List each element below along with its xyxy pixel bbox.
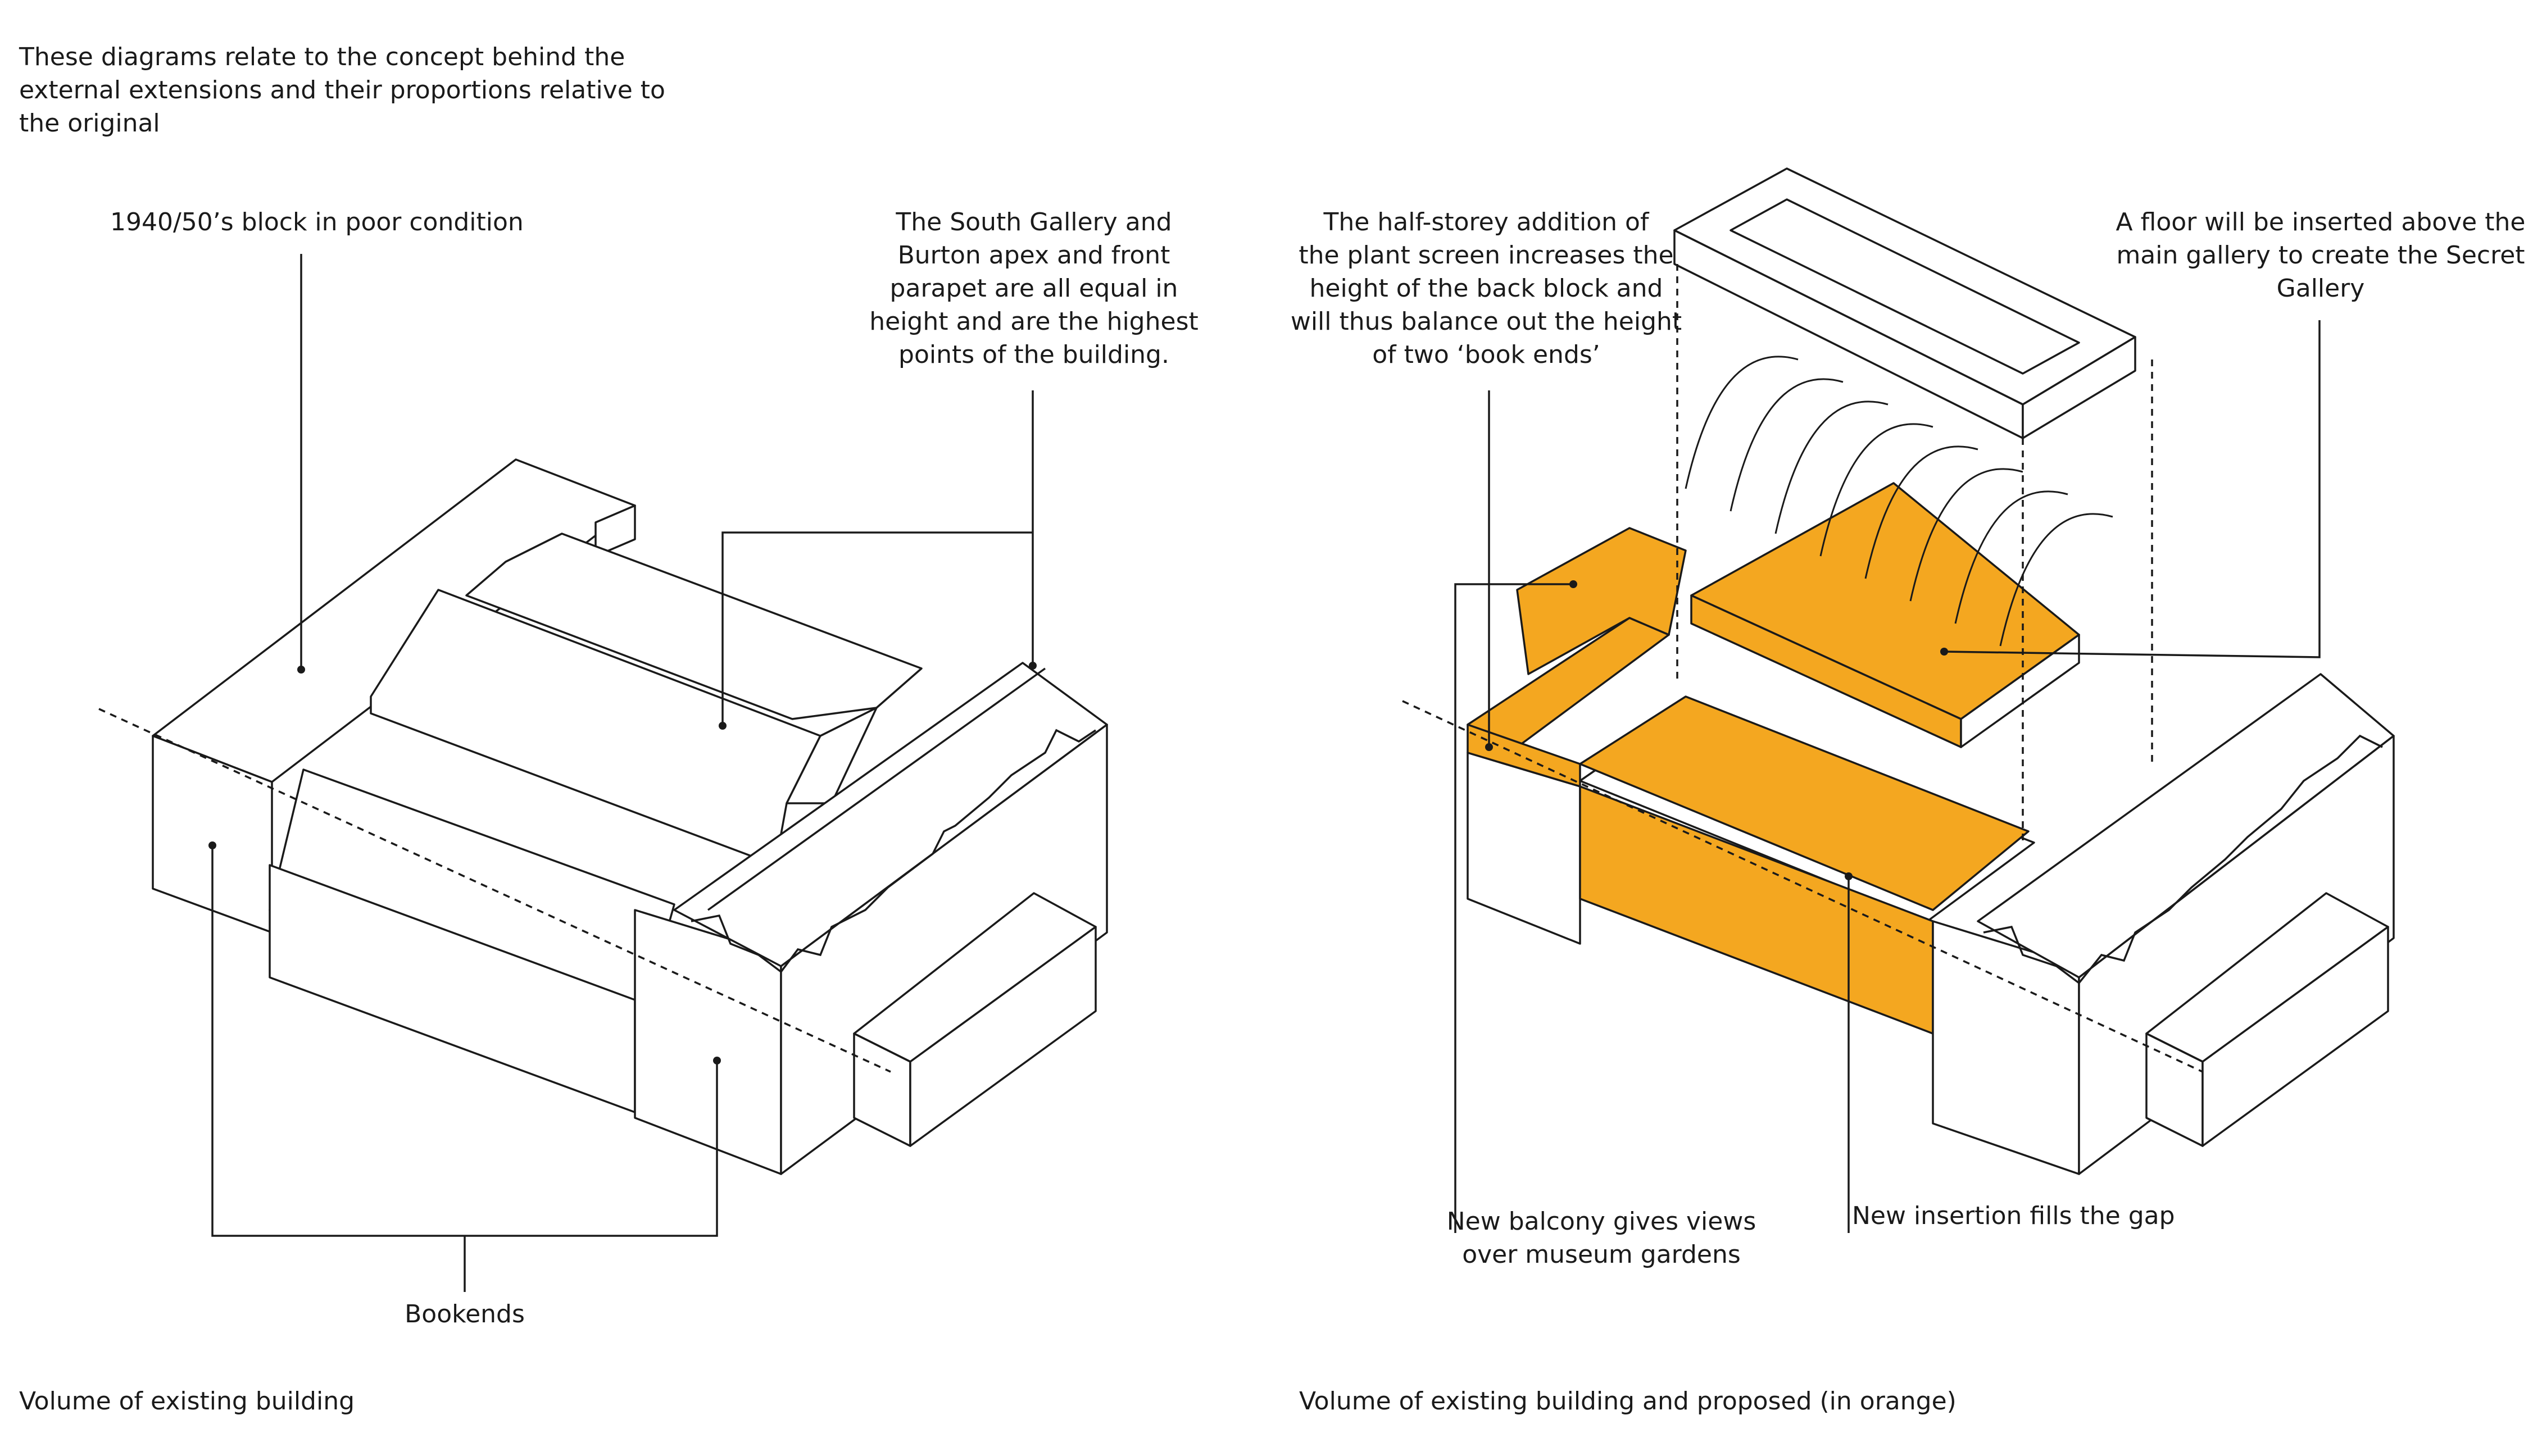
- leader-south-branch: [721, 531, 1033, 726]
- label-south-gallery: The South Gallery and Burton apex and fr…: [869, 208, 1199, 369]
- left-section-line: [98, 708, 891, 1073]
- right-parapet-profile: [1983, 734, 2383, 985]
- leader-bookends-dot-b: [713, 1057, 721, 1064]
- label-secret-gallery: A floor will be inserted above the main …: [2116, 208, 2526, 303]
- leader-south-dot-b: [1029, 662, 1037, 670]
- right-lodge-side: [2201, 926, 2389, 1147]
- plant-screen-grille: [1730, 198, 2080, 375]
- truss-8: [1999, 513, 2113, 647]
- truss-4: [1819, 423, 1933, 557]
- right-axonometric: [1402, 167, 2395, 1233]
- lodge-side: [909, 926, 1097, 1147]
- label-half-storey: The half-storey addition of the plant sc…: [1290, 208, 1682, 369]
- parapet-profile: [691, 729, 1096, 973]
- leader-balcony: [1454, 583, 1573, 1233]
- intro-text: These diagrams relate to the concept beh…: [19, 43, 665, 138]
- truss-6: [1909, 468, 2023, 602]
- label-balcony: New balcony gives views over museum gard…: [1446, 1207, 1756, 1269]
- truss-5: [1864, 445, 1978, 579]
- label-bookends: Bookends: [405, 1300, 525, 1328]
- caption-proposed: Volume of existing building and proposed…: [1299, 1387, 1957, 1416]
- left-axonometric: [98, 254, 1108, 1292]
- leader-floor-dot: [1940, 648, 1948, 656]
- insertion-top: [1579, 695, 2030, 911]
- leader-bookends-dot-a: [208, 841, 216, 849]
- truss-7: [1954, 490, 2068, 624]
- leader-block-dot: [297, 666, 305, 674]
- leader-insertion-dot: [1845, 872, 1853, 880]
- truss-3: [1774, 401, 1889, 534]
- truss-1: [1685, 356, 1799, 489]
- roof-trusses: [1685, 356, 2113, 647]
- truss-2: [1730, 378, 1844, 512]
- plant-screen-end: [2022, 336, 2136, 439]
- secret-gallery-floor-side: [1960, 634, 2080, 748]
- label-insertion: New insertion fills the gap: [1852, 1202, 2175, 1230]
- leader-south-dot-a: [719, 722, 727, 730]
- leader-floor: [1944, 320, 2321, 658]
- leader-balcony-dot: [1569, 580, 1577, 588]
- label-1940-block: 1940/50’s block in poor condition: [110, 208, 524, 236]
- ridge-line: [707, 667, 1046, 911]
- balcony-upper: [1516, 527, 1687, 675]
- caption-existing: Volume of existing building: [19, 1387, 355, 1416]
- right-section-line: [1402, 700, 2203, 1073]
- leader-half-dot: [1485, 743, 1493, 751]
